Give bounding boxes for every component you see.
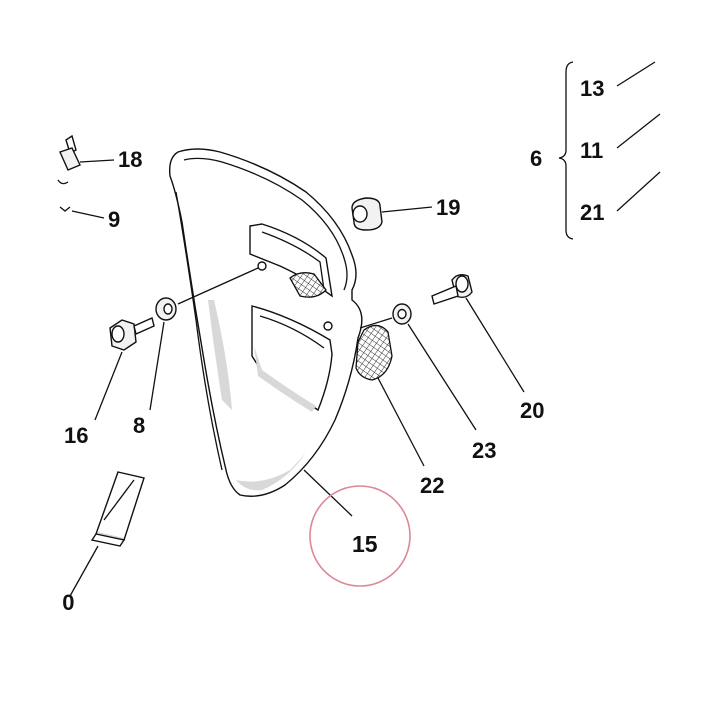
callout-9: 9	[108, 207, 120, 232]
part-30-block	[69, 471, 145, 597]
callout-23: 23	[472, 438, 496, 463]
highlight-circle-15	[309, 485, 411, 587]
part-19-bushing	[351, 197, 433, 231]
callout-18: 18	[118, 147, 142, 172]
part-22-mesh-pad	[355, 324, 425, 467]
part-16-bolt	[94, 317, 155, 421]
callout-15-leader	[303, 469, 353, 517]
callout-20: 20	[520, 398, 544, 423]
group-6-bracket	[558, 61, 661, 240]
part-8-washer	[149, 267, 259, 411]
callout-8: 8	[133, 413, 145, 438]
callout-22: 22	[420, 473, 444, 498]
callout-6: 6	[530, 146, 542, 171]
part-15-guard-cover	[168, 148, 363, 497]
part-23-washer	[359, 303, 477, 431]
part-18-pin	[57, 134, 115, 185]
callout-21: 21	[580, 200, 604, 225]
callout-11: 11	[580, 138, 603, 163]
part-9-clip	[59, 206, 105, 219]
callout-30: 30	[50, 590, 74, 615]
callout-16: 16	[64, 423, 88, 448]
part-20-screw	[431, 273, 525, 393]
callout-13: 13	[580, 76, 604, 101]
callout-15: 15	[352, 531, 378, 557]
callout-19: 19	[436, 195, 460, 220]
